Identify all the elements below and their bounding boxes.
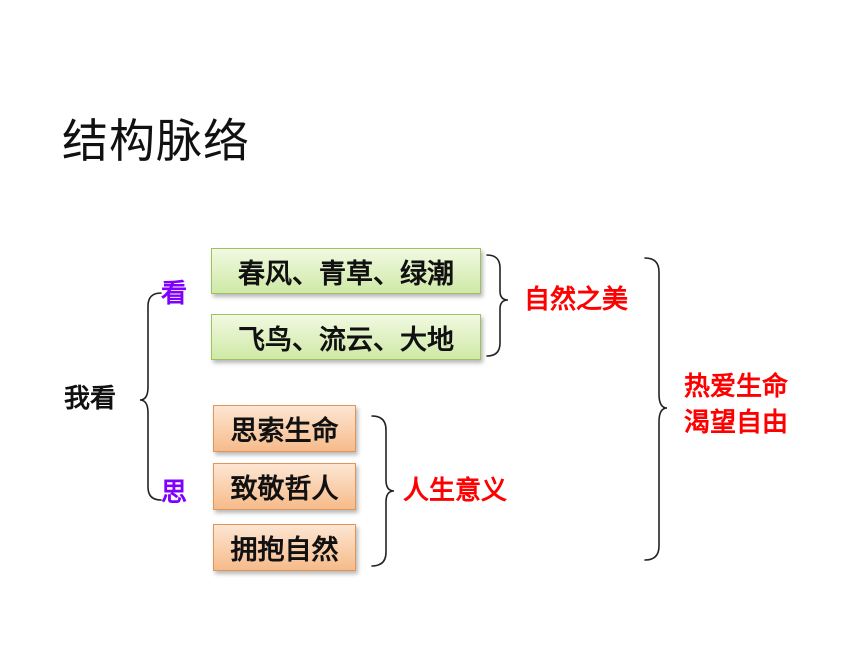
look-summary-label: 自然之美 (524, 285, 629, 315)
look-brace (486, 254, 509, 357)
root-brace (139, 292, 162, 501)
final-brace (644, 257, 668, 561)
think-brace (371, 415, 395, 567)
think-item-box: 拥抱自然 (213, 524, 356, 571)
branch-look-label: 看 (161, 279, 188, 309)
think-item-box: 思索生命 (213, 405, 356, 452)
root-label: 我看 (64, 384, 117, 414)
final-summary-line2: 渴望自由 (684, 408, 789, 438)
slide-title: 结构脉络 (62, 114, 250, 168)
branch-think-label: 思 (161, 478, 188, 508)
look-item-box: 春风、青草、绿潮 (211, 248, 481, 294)
final-summary-line1: 热爱生命 (684, 372, 789, 402)
look-item-box: 飞鸟、流云、大地 (211, 314, 481, 360)
think-item-box: 致敬哲人 (213, 463, 356, 510)
think-summary-label: 人生意义 (403, 476, 508, 506)
